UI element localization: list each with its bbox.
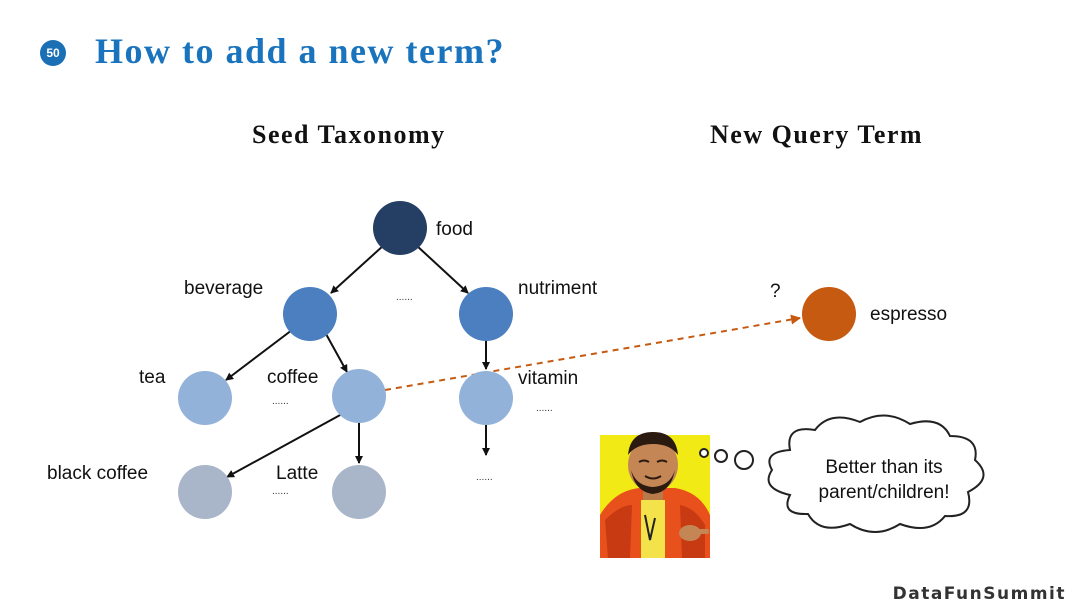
thought-line-1: Better than its xyxy=(825,457,942,478)
node-espresso xyxy=(802,287,856,341)
label-vitamin: vitamin xyxy=(518,368,578,389)
ellipsis-latte-siblings: ...... xyxy=(272,486,289,497)
thought-line-2: parent/children! xyxy=(819,482,950,503)
slide-title: How to add a new term? xyxy=(95,31,505,71)
edge-beverage-tea xyxy=(225,329,293,381)
edge-beverage-coffee xyxy=(325,333,348,373)
node-black-coffee xyxy=(178,465,232,519)
ellipsis-vitamin-siblings: ...... xyxy=(536,403,553,414)
label-tea: tea xyxy=(139,367,166,388)
slide-number-badge: 50 xyxy=(40,40,66,66)
node-coffee xyxy=(332,369,386,423)
label-nutriment: nutriment xyxy=(518,278,598,299)
node-latte xyxy=(332,465,386,519)
seed-taxonomy-heading: Seed Taxonomy xyxy=(252,120,446,149)
drake-approving-meme xyxy=(600,432,710,558)
node-beverage xyxy=(283,287,337,341)
ellipsis-coffee-siblings: ...... xyxy=(272,396,289,407)
query-placement-arrow xyxy=(384,314,801,391)
ellipsis-vitamin-children: ...... xyxy=(476,472,493,483)
edge-food-nutriment xyxy=(415,244,469,294)
node-nutriment xyxy=(459,287,513,341)
label-beverage: beverage xyxy=(184,278,263,299)
label-black-coffee: black coffee xyxy=(47,463,148,484)
new-query-term-heading: New Query Term xyxy=(710,120,924,149)
node-tea xyxy=(178,371,232,425)
edge-coffee-black-coffee xyxy=(226,413,343,478)
thought-bubble xyxy=(699,414,985,533)
label-latte: Latte xyxy=(276,463,318,484)
ellipsis-level1: ...... xyxy=(396,292,413,303)
node-food xyxy=(373,201,427,255)
footer-brand: DataFunSummit xyxy=(892,584,1066,604)
node-vitamin xyxy=(459,371,513,425)
label-espresso: espresso xyxy=(870,304,947,325)
query-question-mark: ? xyxy=(770,281,781,302)
label-food: food xyxy=(436,219,473,240)
label-coffee: coffee xyxy=(267,367,318,388)
edge-food-beverage xyxy=(330,244,385,294)
